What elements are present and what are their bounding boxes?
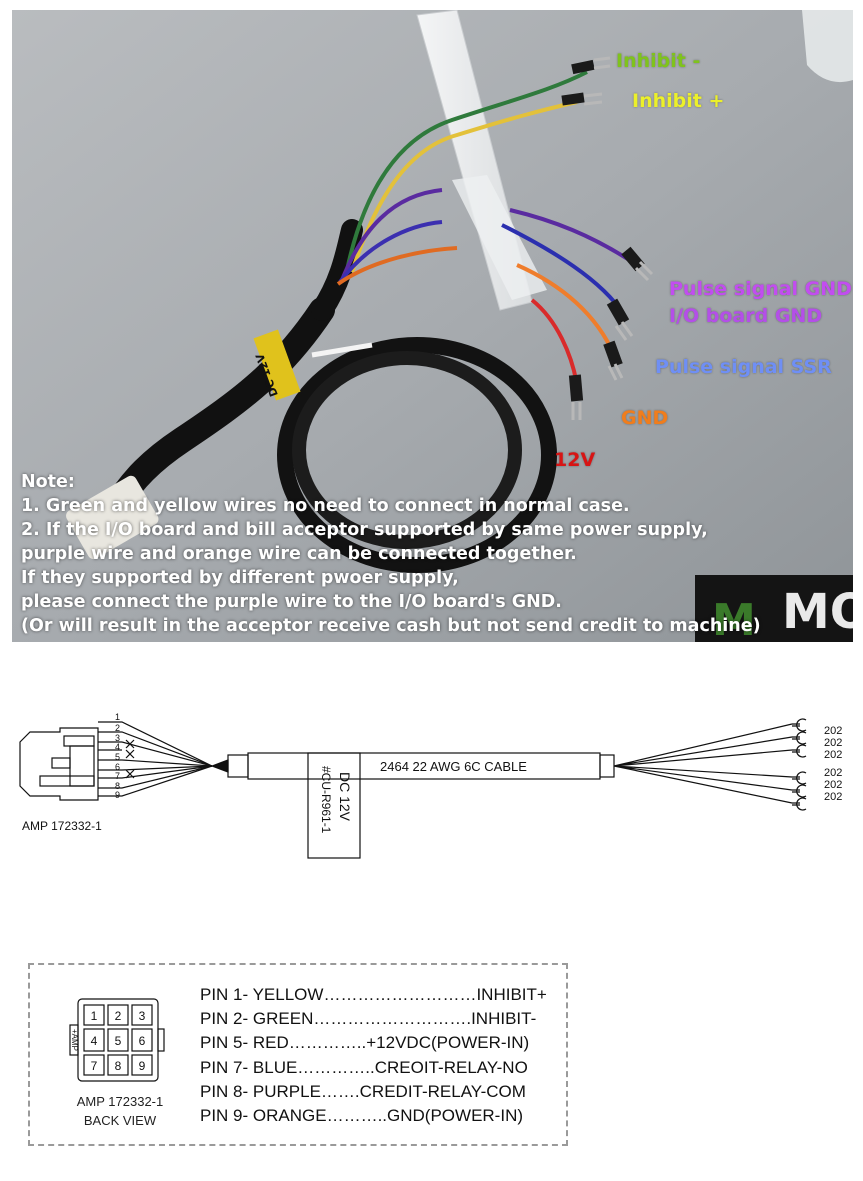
back-pin: 9 — [139, 1059, 146, 1073]
back-pin: 1 — [91, 1009, 98, 1023]
back-pin: 5 — [115, 1034, 122, 1048]
pin-number: 6 — [115, 762, 120, 772]
pin-row: PIN 9- ORANGE………..GND(POWER-IN) — [200, 1106, 524, 1126]
gnd-label: GND — [621, 407, 669, 429]
pulse-ssr-label: Pulse signal SSR — [655, 356, 832, 378]
pin-row: PIN 2- GREEN……………………….INHIBIT- — [200, 1009, 537, 1029]
cable-loop — [277, 337, 557, 573]
wiring-photo: M MON DC 12V — [12, 10, 853, 642]
unused-pin-mark — [125, 739, 135, 749]
zip-tie — [311, 342, 373, 358]
connector-wire — [98, 721, 213, 767]
glass-object — [802, 10, 853, 83]
back-pin: 6 — [139, 1034, 146, 1048]
cable-tag — [253, 329, 301, 401]
blue-wire-1 — [338, 220, 443, 284]
caption-view: BACK VIEW — [83, 1113, 157, 1128]
orange-wire-1 — [336, 246, 458, 286]
strain-relief-right — [599, 754, 615, 778]
strain-relief-left — [227, 754, 249, 778]
pin-number: 5 — [115, 752, 120, 762]
orange-wire-2 — [516, 263, 616, 356]
background-brand-text: MON — [782, 584, 853, 640]
pin-row: PIN 5- RED…………..+12VDC(POWER-IN) — [200, 1033, 530, 1053]
terminal-label: 202 — [824, 749, 842, 761]
purple-wire-2 — [509, 208, 639, 267]
side-mark: +AMP — [70, 1029, 79, 1051]
note-line: 1. Green and yellow wires no need to con… — [21, 496, 630, 516]
inhibit-plus-label: Inhibit + — [632, 90, 725, 112]
cable-loop-inner — [292, 351, 522, 549]
back-pin: 7 — [91, 1059, 98, 1073]
amp-connector-outline — [19, 727, 99, 801]
12v-label: 12V — [554, 449, 596, 471]
caption-model: AMP 172332-1 — [76, 1094, 164, 1109]
pin-number: 1 — [115, 712, 120, 722]
photo-illustration: M MON DC 12V — [12, 10, 853, 642]
pin-row: PIN 8- PURPLE…….CREDIT-RELAY-COM — [200, 1081, 526, 1101]
terminal-label: 202 — [824, 779, 842, 791]
note-line: purple wire and orange wire can be conne… — [21, 544, 577, 564]
pin-number: 9 — [115, 790, 120, 800]
pulse-gnd-label: Pulse signal GND — [669, 278, 852, 300]
note-line: (Or will result in the acceptor receive … — [21, 616, 761, 636]
note-line: If they supported by different pwoer sup… — [21, 568, 459, 588]
terminal-label: 202 — [824, 725, 842, 737]
connector-caption: AMP 172332-1 BACK VIEW — [50, 1092, 190, 1130]
back-pin: 8 — [115, 1059, 122, 1073]
pin-row: PIN 7- BLUE…………..CREOIT-RELAY-NO — [200, 1057, 528, 1077]
note-line: 2. If the I/O board and bill acceptor su… — [21, 520, 708, 540]
io-board-gnd-label: I/O board GND — [669, 305, 823, 327]
note-line: please connect the purple wire to the I/… — [21, 592, 562, 612]
cable-tag-flag — [307, 752, 361, 859]
pin-number: 8 — [115, 781, 120, 791]
cable-end-wires — [613, 723, 793, 804]
note-title: Note: — [21, 472, 75, 492]
purple-wire-1 — [340, 188, 443, 281]
spade-terminals — [571, 56, 654, 420]
pin-number: 7 — [115, 771, 120, 781]
cable-drawing-svg: 1 2 3 4 5 6 7 8 9 AMP 172332-1 2464 22 A… — [19, 712, 842, 859]
back-pin: 2 — [115, 1009, 122, 1023]
pin-number: 4 — [115, 742, 120, 752]
spade-lug — [792, 718, 807, 732]
cable-spec-label: 2464 22 AWG 6C CABLE — [380, 759, 527, 774]
back-pin: 4 — [91, 1034, 98, 1048]
pin-row: PIN 1- YELLOW………………………INHIBIT+ — [200, 985, 547, 1004]
pin-assignments: PIN 1- YELLOW………………………INHIBIT+ PIN 2- GR… — [200, 983, 547, 1128]
monster-logo-icon: M — [712, 595, 756, 642]
back-pin: 3 — [139, 1009, 146, 1023]
cable-drawing: 1 2 3 4 5 6 7 8 9 AMP 172332-1 2464 22 A… — [0, 650, 863, 900]
connector-latch — [63, 735, 95, 747]
green-wire — [345, 70, 588, 271]
tag-line-1: DC 12V — [337, 772, 353, 822]
pinout-table: 1 2 3 4 5 6 7 8 9 +AMP AMP 172332-1 BACK… — [28, 963, 568, 1146]
dark-box — [695, 575, 853, 642]
terminal-label: 202 — [824, 767, 842, 779]
amp-connector — [66, 475, 159, 560]
terminal-sleeves — [561, 59, 645, 402]
wiring-note: Note: 1. Green and yellow wires no need … — [21, 470, 761, 638]
terminal-label: 202 — [824, 737, 842, 749]
connector-model-label: AMP 172332-1 — [22, 819, 102, 833]
connector-back-view: 1 2 3 4 5 6 7 8 9 +AMP — [69, 998, 165, 1082]
pin-number: 2 — [115, 723, 120, 733]
inhibit-minus-label: Inhibit - — [616, 50, 701, 72]
yellow-wire — [350, 100, 578, 273]
tag-line-2: #CU-R961-1 — [319, 766, 333, 834]
terminal-label: 202 — [824, 791, 842, 803]
pin-number: 3 — [115, 733, 120, 743]
